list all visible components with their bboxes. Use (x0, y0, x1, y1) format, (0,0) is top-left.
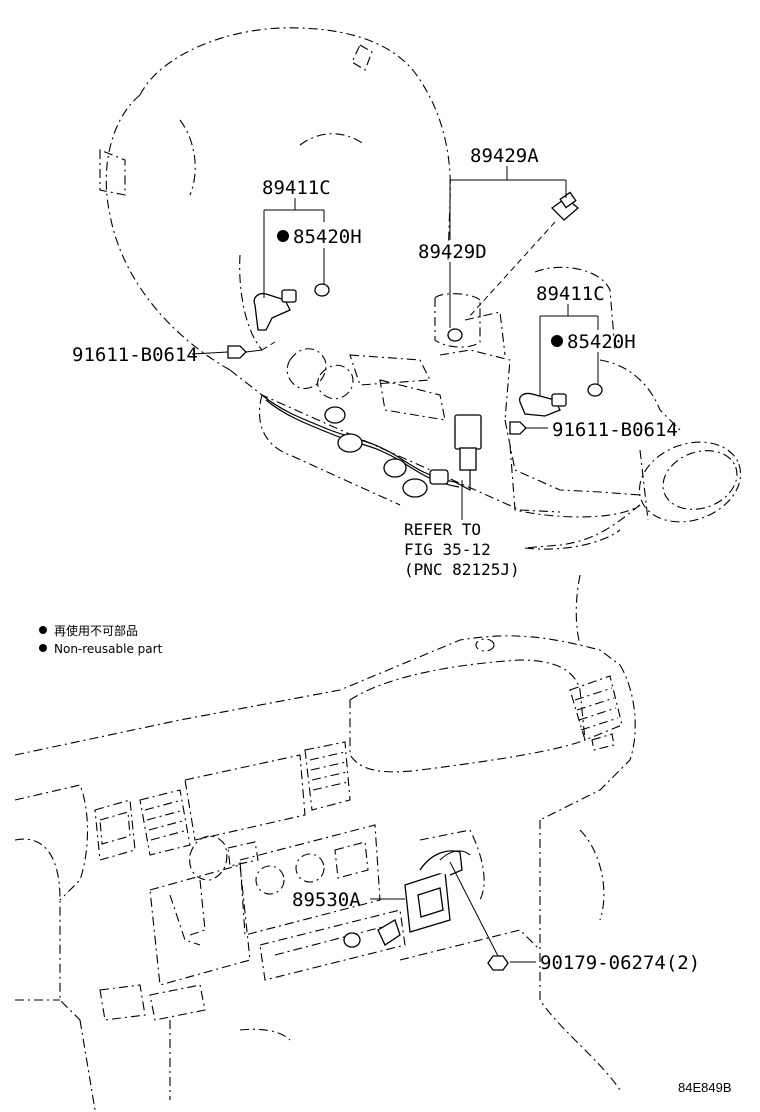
label-91611-left: 91611-B0614 (72, 344, 198, 366)
label-89429d: 89429D (418, 241, 487, 263)
upper-leader-lines (191, 166, 599, 429)
lower-leader-lines (370, 861, 536, 963)
ecu-module-89530a (343, 850, 471, 948)
label-90179: 90179-06274(2) (540, 952, 700, 974)
label-89429a: 89429A (470, 145, 539, 167)
label-91611-right: 91611-B0614 (552, 419, 678, 441)
label-85420h-right: 85420H (567, 331, 636, 353)
refer-text-line1: REFER TO (404, 520, 481, 539)
speed-sensor-left (253, 283, 330, 331)
non-reusable-marker-left (277, 230, 289, 242)
legend-marker-jp (39, 626, 47, 634)
sensor-89429a (550, 191, 580, 221)
legend-marker-en (39, 644, 47, 652)
label-89411c-right: 89411C (536, 283, 605, 305)
label-89530a: 89530A (292, 889, 361, 911)
transmission-housing-outline (99, 27, 742, 550)
non-reusable-marker-right (551, 335, 563, 347)
o-ring-89429d (447, 328, 463, 342)
label-85420h-left: 85420H (293, 226, 362, 248)
speed-sensor-right (518, 383, 603, 417)
wire-harness (261, 394, 482, 520)
label-89411c-left: 89411C (262, 177, 331, 199)
instrument-panel-outline (14, 574, 636, 1111)
legend-japanese: 再使用不可部品 (54, 623, 138, 638)
refer-text-line3: (PNC 82125J) (404, 560, 520, 579)
bolt-left (227, 345, 263, 359)
nut-90179 (487, 955, 509, 971)
refer-text-line2: FIG 35-12 (404, 540, 491, 559)
diagram-code: 84E849B (678, 1080, 732, 1095)
legend-english: Non-reusable part (54, 642, 163, 656)
